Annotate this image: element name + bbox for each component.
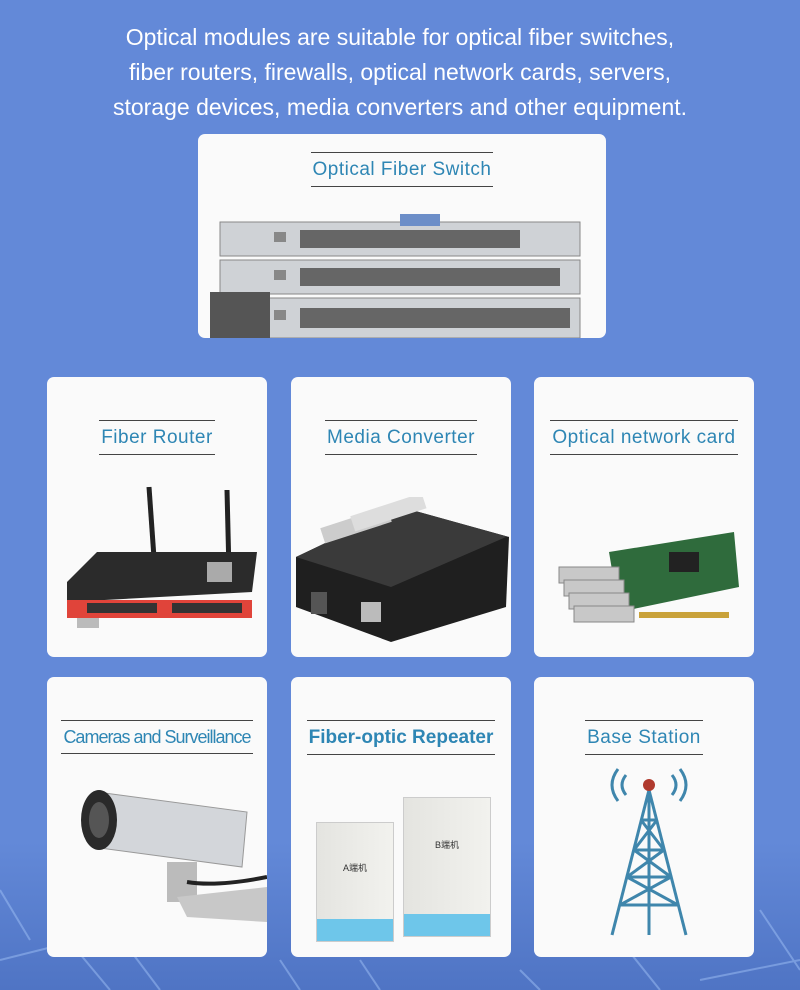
- repeater-unit-a: A端机: [316, 822, 394, 942]
- intro-line: fiber routers, firewalls, optical networ…: [129, 59, 671, 85]
- card-base-station: Base Station: [534, 677, 754, 957]
- card-title: Optical Fiber Switch: [310, 152, 494, 187]
- tower-icon: [610, 768, 688, 936]
- card-title: Media Converter: [325, 420, 477, 455]
- intro-text: Optical modules are suitable for optical…: [0, 20, 800, 125]
- card-title: Fiber Router: [99, 420, 215, 455]
- intro-line: storage devices, media converters and ot…: [112, 94, 688, 120]
- card-fiber-optic-repeater: Fiber-optic Repeater A端机 B端机: [291, 677, 511, 957]
- intro-line: Optical modules are suitable for optical…: [125, 24, 675, 50]
- card-media-converter: Media Converter: [291, 377, 511, 657]
- media-converter-image: [296, 497, 509, 642]
- card-fiber-router: Fiber Router: [47, 377, 267, 657]
- switch-image: [210, 214, 581, 338]
- card-title: Cameras and Surveillance: [61, 720, 253, 754]
- card-title: Base Station: [585, 720, 703, 755]
- card-title: Optical network card: [550, 420, 738, 455]
- card-title: Fiber-optic Repeater: [306, 720, 496, 755]
- card-cameras-surveillance: Cameras and Surveillance: [47, 677, 267, 957]
- unit-label: B端机: [434, 840, 459, 850]
- camera-image: [81, 790, 267, 922]
- router-image: [67, 486, 257, 628]
- card-optical-fiber-switch: Optical Fiber Switch: [198, 134, 606, 338]
- unit-label: A端机: [342, 863, 367, 873]
- card-optical-network-card: Optical network card: [534, 377, 754, 657]
- network-card-image: [558, 532, 739, 623]
- repeater-image: A端机 B端机: [291, 792, 511, 957]
- repeater-unit-b: B端机: [403, 797, 491, 937]
